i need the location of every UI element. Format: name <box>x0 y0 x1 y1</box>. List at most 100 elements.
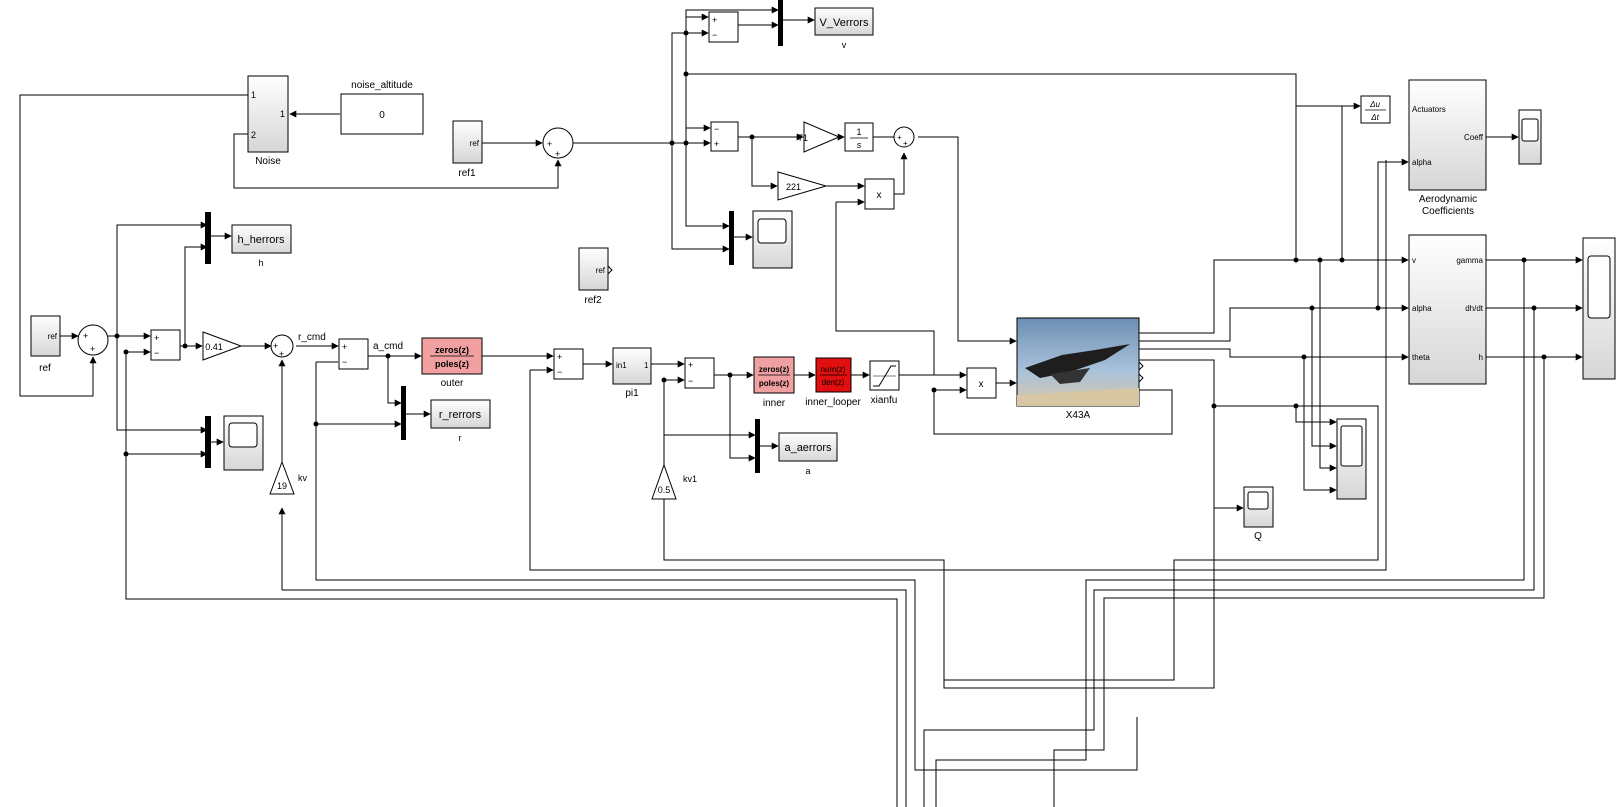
gain-kv1[interactable]: 0.5 kv1 <box>651 463 697 500</box>
sum-rect-pi-sign-a: + <box>557 352 562 362</box>
gain-kv[interactable]: 19 kv <box>269 460 308 495</box>
scope-right-multi-screen-icon <box>1340 425 1363 467</box>
derivative-den: Δt <box>1370 113 1379 122</box>
r-label: r <box>459 433 462 443</box>
scope-q-screen-icon <box>1247 491 1269 510</box>
x43a-block[interactable]: X43A <box>1016 317 1144 421</box>
a-cmd-label: a_cmd <box>373 341 403 352</box>
sum-rect-a-sign-a: + <box>342 342 347 352</box>
product-2-symbol: x <box>979 379 984 390</box>
ref2-inner-label: ref <box>596 266 606 275</box>
product-1[interactable]: x <box>864 178 895 210</box>
a-label: a <box>805 466 810 476</box>
derivative-block[interactable]: Δu Δt <box>1360 95 1391 124</box>
outer-den: poles(z) <box>435 359 469 369</box>
r-rerrors-text: r_rerrors <box>439 409 482 421</box>
aero-coeff-port: Coeff <box>1464 133 1484 142</box>
inner-tf-block[interactable]: zeros(z) poles(z) inner <box>753 356 795 409</box>
outer-tf-block[interactable]: zeros(z) poles(z) outer <box>421 337 483 389</box>
scope-left[interactable] <box>223 415 264 471</box>
scope-far-right[interactable] <box>1582 237 1616 380</box>
gain-71[interactable]: 71 <box>798 121 841 153</box>
sum-rect-gain-sign-a: − <box>714 124 719 134</box>
aircraft-icon <box>1025 344 1130 378</box>
pi1-in-label: in1 <box>616 361 627 370</box>
a-aerrors-block[interactable]: a_aerrors a <box>778 432 838 476</box>
noise-altitude-label: noise_altitude <box>351 80 413 91</box>
sum-rect-a[interactable]: + − <box>338 338 369 370</box>
pi1-out-label: 1 <box>644 361 649 370</box>
sum-ref1[interactable]: + + <box>542 127 574 159</box>
sum-rect-inner[interactable]: + − <box>684 357 715 389</box>
sum-rcmd-sign-b: + <box>279 349 284 359</box>
saturation-xianfu[interactable]: xianfu <box>869 360 900 406</box>
sum-rect-pi[interactable]: + − <box>553 348 584 380</box>
mux-scope-top <box>729 211 734 265</box>
scope-right-multi[interactable] <box>1336 418 1367 500</box>
sum-rect-h-sign-a: + <box>154 333 159 343</box>
aero-actuators-port: Actuators <box>1412 105 1446 114</box>
integrator-den: s <box>857 140 862 150</box>
integrator-num: 1 <box>856 127 861 137</box>
ref2-block[interactable]: ref ref2 <box>578 247 613 306</box>
product-2[interactable]: x <box>966 367 997 399</box>
aerodynamic-coefficients-block[interactable]: Actuators alpha Coeff Aerodynamic Coeffi… <box>1408 79 1487 217</box>
scope-left-screen-icon <box>228 422 258 448</box>
calc-theta-port: theta <box>1412 353 1430 362</box>
inner-den: poles(z) <box>759 379 790 388</box>
noise-port2-label: 2 <box>251 130 256 140</box>
noise-subsystem[interactable]: 1 2 1 Noise <box>247 75 289 167</box>
noise-altitude-block[interactable]: 0 noise_altitude <box>340 80 424 135</box>
sum-rect-gain[interactable]: − + <box>710 121 739 152</box>
sum-ref1-sign-a: + <box>547 139 552 149</box>
sum-rect-v[interactable]: + − <box>708 11 739 43</box>
scope-far-right-screen-icon <box>1587 255 1611 319</box>
sum-rect-a-sign-b: − <box>342 357 347 367</box>
sum-rcmd[interactable]: + + <box>270 334 294 359</box>
v-verrors-block[interactable]: V_Verrors v <box>814 7 874 50</box>
sum-rect-h[interactable]: + − <box>150 329 181 361</box>
calc-dhdt-port: dh/dt <box>1465 304 1484 313</box>
sum-1[interactable]: + + <box>77 324 109 356</box>
ref2-label: ref2 <box>584 295 602 306</box>
sum-1-sign-a: + <box>83 331 88 341</box>
inner-looper-block[interactable]: num(z) den(z) inner_looper <box>805 357 861 408</box>
ref1-block[interactable]: ref ref1 <box>452 120 483 179</box>
gain-221[interactable]: 221 <box>777 171 828 201</box>
sum-integrator-sign-a: + <box>897 133 902 142</box>
scope-top-screen-icon <box>757 218 787 244</box>
scope-q[interactable]: Q <box>1243 486 1274 542</box>
mux-v <box>778 0 783 46</box>
r-rerrors-block[interactable]: r_rerrors r <box>430 399 491 443</box>
noise-label: Noise <box>255 156 281 167</box>
sum-rect-v-sign-a: + <box>712 15 717 25</box>
junction-dots <box>114 30 1547 457</box>
pi1-subsystem[interactable]: in1 1 pi1 <box>612 347 652 399</box>
sum-rect-pi-sign-b: − <box>557 367 562 377</box>
x43a-label: X43A <box>1066 410 1091 421</box>
ref1-inner-label: ref <box>470 139 480 148</box>
ref1-label: ref1 <box>458 168 476 179</box>
mux-h <box>205 212 211 264</box>
looper-num: num(z) <box>821 365 846 374</box>
h-herrors-block[interactable]: h_herrors h <box>231 224 292 268</box>
h-herrors-text: h_herrors <box>237 234 285 246</box>
gain-041[interactable]: 0.41 <box>202 331 243 361</box>
aero-title-2: Coefficients <box>1422 206 1474 217</box>
sum-integrator[interactable]: + + <box>893 126 915 148</box>
scope-top[interactable] <box>752 210 793 269</box>
xianfu-label: xianfu <box>871 395 898 406</box>
noise-port1-label: 1 <box>251 90 256 100</box>
scope-coeff[interactable] <box>1518 109 1542 165</box>
flight-calc-subsystem[interactable]: v alpha theta gamma dh/dt h <box>1408 234 1487 385</box>
outer-label: outer <box>441 378 464 389</box>
gain-041-value: 0.41 <box>205 342 223 352</box>
outer-num: zeros(z) <box>435 345 469 355</box>
integrator-block[interactable]: 1 s <box>844 122 874 152</box>
ref-inner-label: ref <box>48 332 58 341</box>
product-1-symbol: x <box>877 190 882 201</box>
ground-shape <box>1017 388 1139 406</box>
mux-r <box>401 386 406 440</box>
ref-block[interactable]: ref ref <box>30 315 61 374</box>
